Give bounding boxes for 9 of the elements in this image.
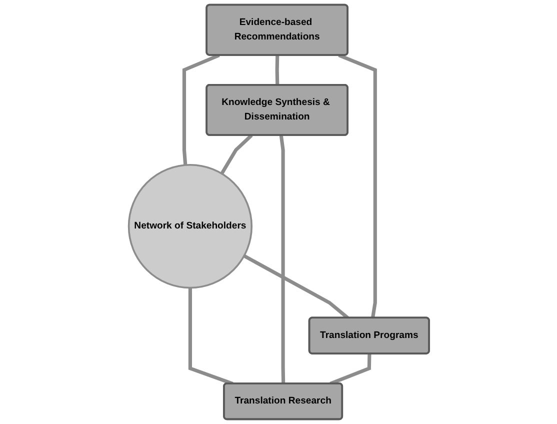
connector <box>278 135 285 384</box>
connector <box>182 54 220 166</box>
connector <box>242 254 349 320</box>
connector <box>220 134 252 175</box>
connector <box>274 55 279 86</box>
connector <box>188 288 233 386</box>
node-circle: Network of Stakeholders <box>127 164 252 289</box>
connector <box>329 354 371 386</box>
connector <box>338 54 376 318</box>
